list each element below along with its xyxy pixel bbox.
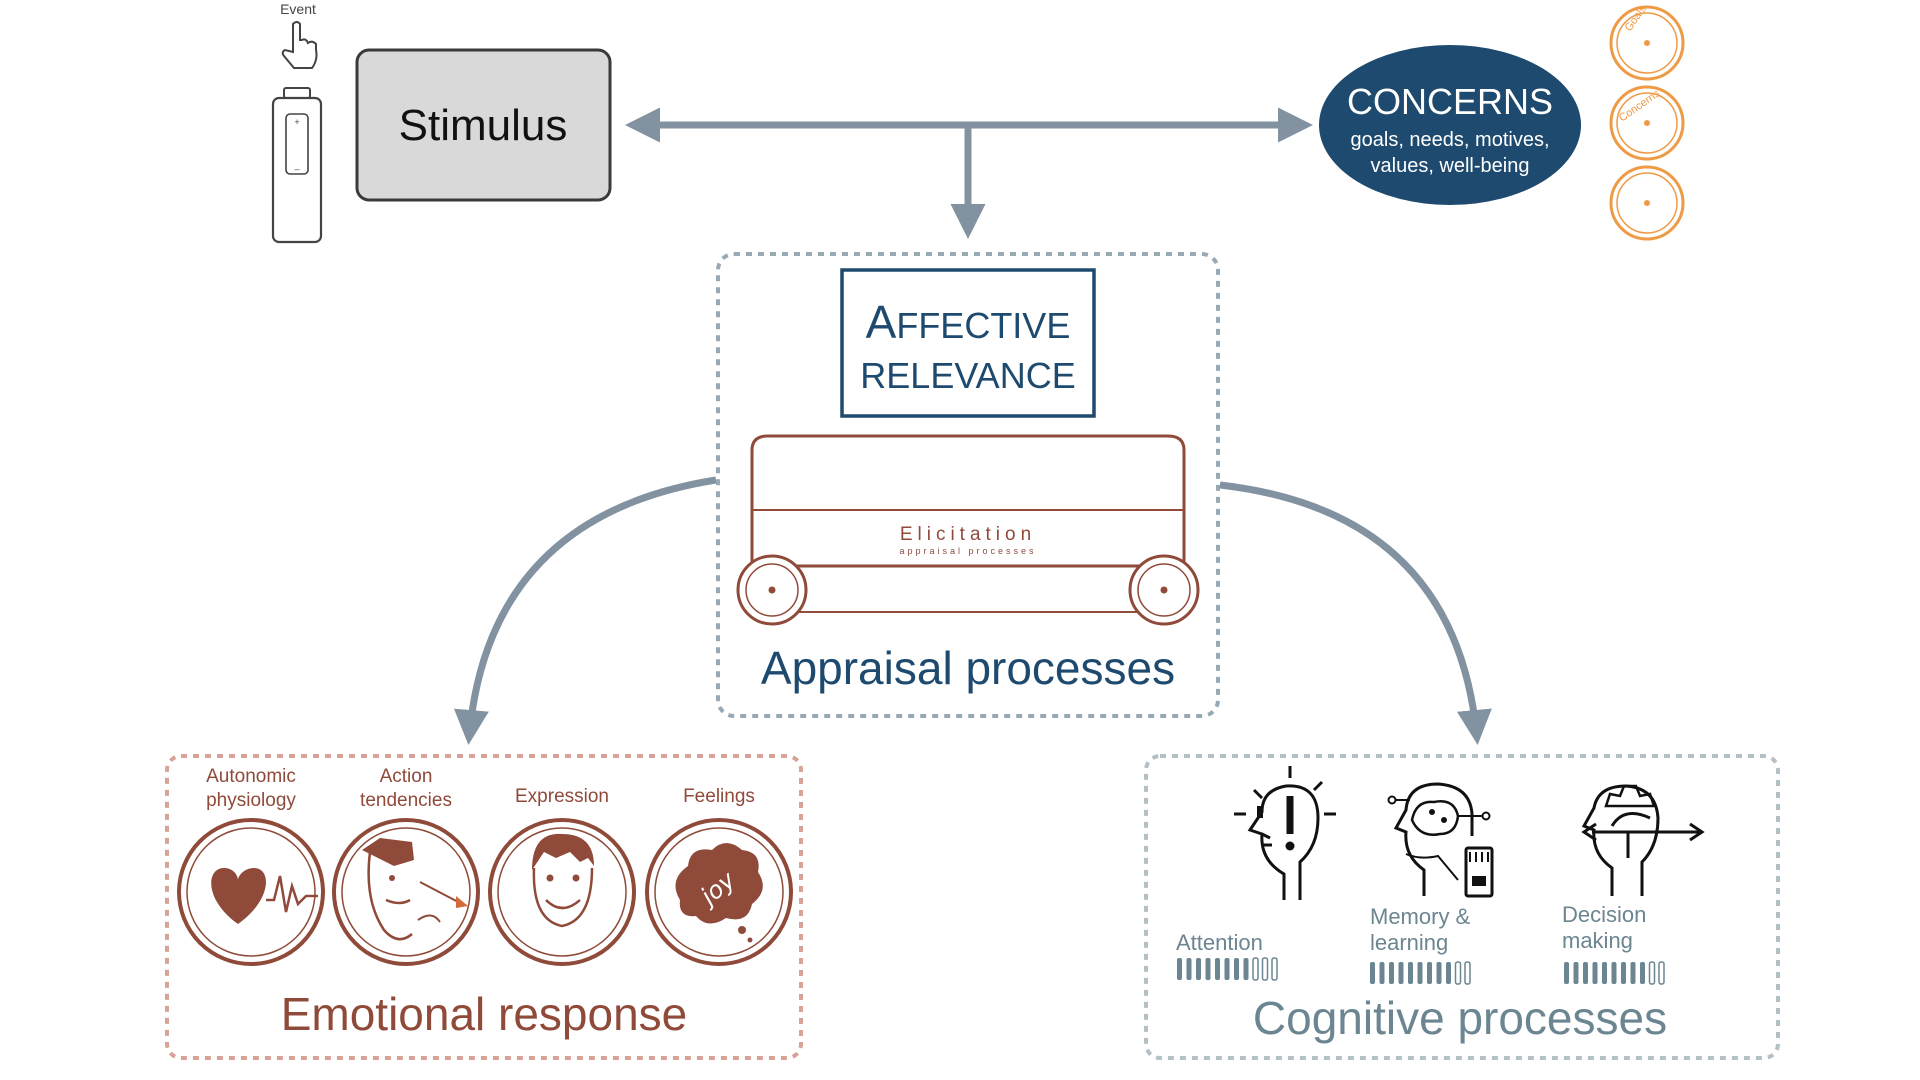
- meter-segment: [1427, 962, 1432, 984]
- meter-segment: [1389, 962, 1394, 984]
- concern-reels-icon: Goals Concerns: [1609, 3, 1685, 241]
- emotional-response-box: Autonomic physiology Action tendencies E…: [165, 754, 803, 1060]
- action-tendencies-icon: [332, 818, 480, 966]
- appraisal-box: AFFECTIVE RELEVANCE Elicitation appraisa…: [716, 252, 1220, 718]
- device-icon: [271, 96, 323, 244]
- meter-segment: [1602, 962, 1607, 984]
- meter-segment: [1592, 962, 1598, 984]
- event-icon: Event + –: [271, 1, 323, 244]
- meter-segment: [1215, 958, 1220, 980]
- attention-head-icon: [1234, 766, 1336, 900]
- reel-label-concerns: Concerns: [1617, 87, 1663, 124]
- component-1-line2: physiology: [206, 790, 296, 811]
- meter-segment: [1205, 958, 1211, 980]
- cog-item-3-line1: Decision: [1562, 902, 1646, 927]
- meter-segment: [1234, 958, 1239, 980]
- meter-segment: [1271, 957, 1278, 981]
- cognitive-caption: Cognitive processes: [1253, 992, 1667, 1044]
- meter-segment: [1379, 962, 1385, 984]
- meter-segment: [1417, 962, 1423, 984]
- heart-physiology-icon: [177, 818, 325, 966]
- meter-segment: [1658, 961, 1665, 985]
- attention-level-meter: [1177, 957, 1278, 981]
- concerns-line1: goals, needs, motives,: [1351, 129, 1550, 151]
- component-3-line1: Expression: [515, 786, 609, 807]
- meter-segment: [1621, 962, 1626, 984]
- meter-segment: [1261, 957, 1269, 981]
- component-4-line1: Feelings: [683, 786, 755, 807]
- emotional-caption: Emotional response: [281, 988, 688, 1040]
- meter-segment: [1630, 962, 1636, 984]
- svg-text:–: –: [294, 164, 299, 174]
- cog-item-2-line1: Memory &: [1370, 904, 1471, 929]
- appraisal-caption: Appraisal processes: [761, 642, 1175, 694]
- meter-segment: [1446, 962, 1451, 984]
- affective-relevance-line1: AFFECTIVE: [866, 296, 1071, 348]
- affective-relevance-line2: RELEVANCE: [860, 355, 1075, 396]
- cog-item-1-line1: Attention: [1176, 930, 1263, 955]
- top-connectors: [625, 107, 1313, 239]
- component-2-line2: tendencies: [360, 790, 452, 811]
- meter-segment: [1408, 962, 1413, 984]
- meter-segment: [1648, 961, 1656, 985]
- battery-icon: [285, 113, 309, 175]
- meter-segment: [1252, 957, 1259, 981]
- concerns-line2: values, well-being: [1371, 155, 1530, 177]
- stimulus-box: Stimulus: [355, 48, 612, 202]
- meter-segment: [1177, 958, 1182, 980]
- concerns-ellipse: CONCERNS goals, needs, motives, values, …: [1319, 45, 1581, 205]
- meter-segment: [1583, 962, 1588, 984]
- concerns-title: CONCERNS: [1347, 81, 1553, 122]
- feelings-cloud-icon: joy: [645, 818, 793, 966]
- meter-segment: [1564, 962, 1569, 984]
- cog-item-2-line2: learning: [1370, 930, 1448, 955]
- stimulus-label: Stimulus: [399, 101, 568, 150]
- meter-segment: [1573, 962, 1579, 984]
- meter-segment: [1611, 962, 1617, 984]
- elicitation-sublabel: appraisal processes: [899, 546, 1036, 556]
- memory-learning-icon: [1387, 782, 1494, 898]
- decision-making-icon: [1581, 784, 1705, 896]
- meter-segment: [1243, 958, 1249, 980]
- event-label: Event: [280, 1, 316, 17]
- arrow-to-emotional: [453, 476, 717, 745]
- svg-text:+: +: [294, 117, 299, 127]
- meter-segment: [1464, 961, 1471, 985]
- elicitation-label: Elicitation: [900, 524, 1036, 545]
- elicitation-machine: Elicitation appraisal processes: [736, 434, 1200, 626]
- decision-level-meter: [1564, 961, 1665, 985]
- meter-segment: [1454, 961, 1462, 985]
- cognitive-processes-box: Attention Memory & learning Decision mak…: [1144, 754, 1780, 1060]
- meter-segment: [1436, 962, 1442, 984]
- meter-segment: [1186, 958, 1192, 980]
- expression-face-icon: [488, 818, 636, 966]
- component-2-line1: Action: [380, 766, 433, 787]
- meter-segment: [1640, 962, 1645, 984]
- meter-segment: [1224, 958, 1230, 980]
- cog-item-3-line2: making: [1562, 928, 1633, 953]
- component-1-line1: Autonomic: [206, 766, 296, 787]
- meter-segment: [1398, 962, 1404, 984]
- arrow-to-cognitive: [1219, 481, 1492, 745]
- meter-segment: [1196, 958, 1201, 980]
- meter-segment: [1370, 962, 1375, 984]
- affective-relevance-box: [840, 268, 1096, 418]
- memory-level-meter: [1370, 961, 1471, 985]
- pointing-hand-icon: [281, 21, 318, 69]
